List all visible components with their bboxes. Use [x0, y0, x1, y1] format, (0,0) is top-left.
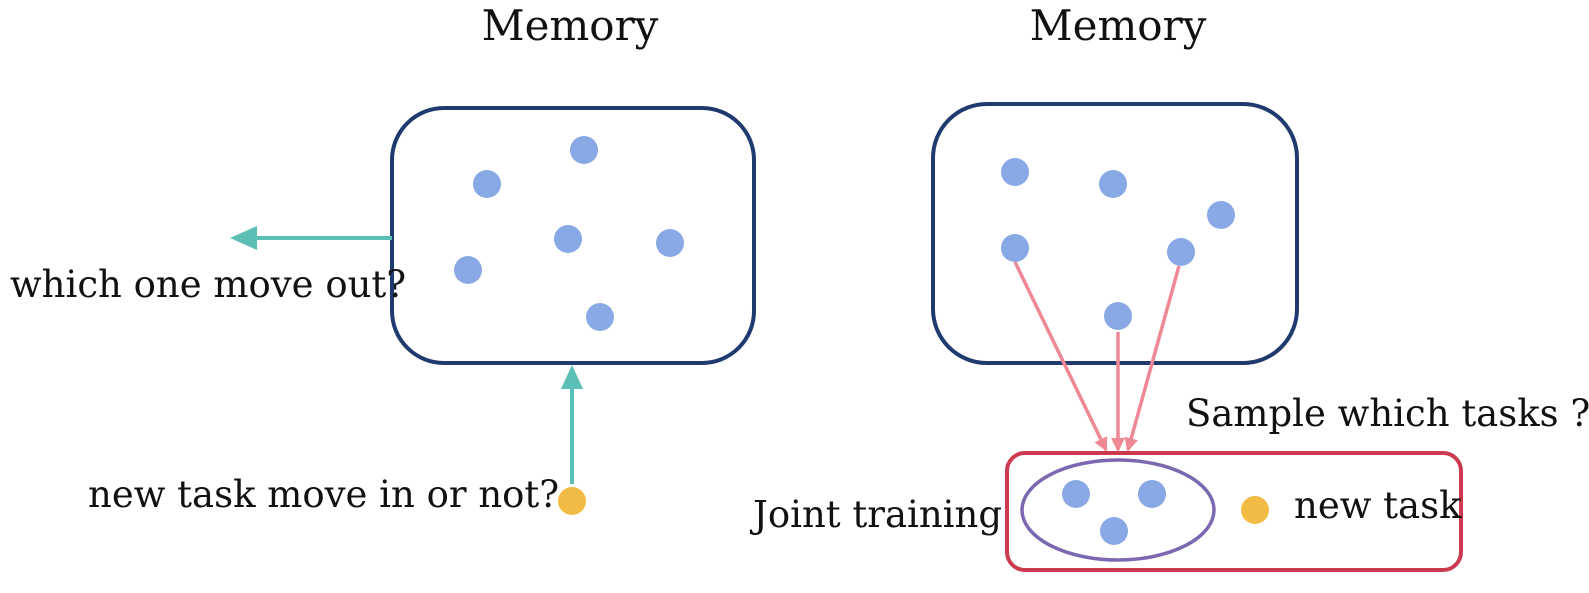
task-dot	[1099, 170, 1127, 198]
right-memory-box	[931, 102, 1299, 365]
task-dot	[656, 229, 684, 257]
sample-arrow	[1013, 261, 1108, 452]
right-memory-tasks	[1001, 158, 1235, 330]
task-dot	[586, 303, 614, 331]
move-in-question: new task move in or not?	[88, 473, 559, 516]
new-task-dot-right	[1241, 496, 1269, 524]
joint-training-label: Joint training	[749, 493, 1002, 536]
task-dot	[1167, 238, 1195, 266]
task-dot	[473, 170, 501, 198]
task-dot	[1207, 201, 1235, 229]
left-memory-title: Memory	[482, 1, 659, 50]
task-dot	[1138, 480, 1166, 508]
task-dot	[1100, 517, 1128, 545]
sample-arrow	[1124, 265, 1181, 452]
right-memory-title: Memory	[1030, 1, 1207, 50]
new-task-dot-left	[558, 487, 586, 515]
joint-training-tasks	[1062, 480, 1166, 545]
task-dot	[1104, 302, 1132, 330]
new-task-label: new task	[1294, 484, 1462, 527]
sample-question: Sample which tasks ?	[1186, 392, 1589, 435]
left-memory-tasks	[454, 136, 684, 331]
task-dot	[1062, 480, 1090, 508]
left-memory-box	[390, 106, 756, 365]
task-dot	[570, 136, 598, 164]
move-in-arrow-head	[561, 365, 583, 389]
move-out-arrow-head	[230, 226, 257, 250]
task-dot	[1001, 158, 1029, 186]
training-box	[1005, 451, 1463, 572]
task-dot	[554, 225, 582, 253]
task-dot	[454, 256, 482, 284]
joint-training-ellipse	[1020, 458, 1216, 562]
task-dot	[1001, 234, 1029, 262]
move-out-question: which one move out?	[10, 263, 406, 306]
sample-arrows	[1013, 261, 1181, 452]
